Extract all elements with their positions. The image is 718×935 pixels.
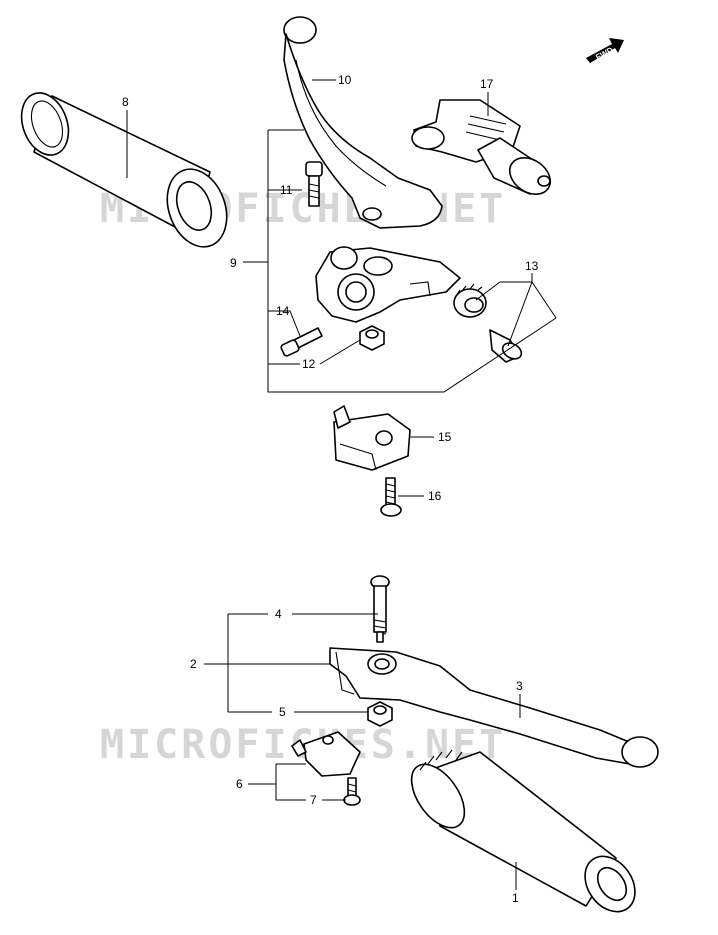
pivot-bolt-part-4 <box>370 575 390 643</box>
adjuster-part-13 <box>453 283 523 363</box>
callout-6: 6 <box>236 777 243 791</box>
pivot-bolt-part-11 <box>305 161 323 207</box>
callout-13: 13 <box>525 259 539 273</box>
lever-holder-part-9 <box>315 246 461 323</box>
clutch-lever-part-10 <box>283 16 443 229</box>
left-grip-part-8 <box>20 92 228 248</box>
callout-4: 4 <box>275 607 282 621</box>
forward-arrow-icon: FWD <box>586 38 624 63</box>
brake-switch-part-6 <box>291 731 361 777</box>
bolt-part-14 <box>280 327 323 357</box>
callout-17: 17 <box>480 77 494 91</box>
nut-part-12 <box>359 325 385 351</box>
screw-part-7 <box>343 777 361 806</box>
callout-8: 8 <box>122 95 129 109</box>
callout-7: 7 <box>310 793 317 807</box>
clutch-switch-part-15 <box>333 405 411 471</box>
callout-5: 5 <box>279 705 286 719</box>
callout-14: 14 <box>276 304 290 318</box>
callout-11: 11 <box>280 183 293 197</box>
leader-lines <box>126 79 557 890</box>
callout-10: 10 <box>338 73 352 87</box>
callout-labels: 8 10 17 11 9 13 14 12 15 16 4 2 3 5 6 7 … <box>122 73 539 905</box>
callout-12: 12 <box>302 357 316 371</box>
callout-3: 3 <box>516 679 523 693</box>
nut-part-5 <box>367 701 393 727</box>
callout-1: 1 <box>512 891 519 905</box>
brake-lever-part-3 <box>329 647 659 768</box>
throttle-grip-part-1 <box>410 749 636 913</box>
callout-15: 15 <box>438 430 452 444</box>
screw-part-16 <box>380 477 402 517</box>
callout-9: 9 <box>230 256 237 270</box>
choke-lever-part-17 <box>411 99 552 195</box>
callout-2: 2 <box>190 657 197 671</box>
callout-16: 16 <box>428 489 442 503</box>
